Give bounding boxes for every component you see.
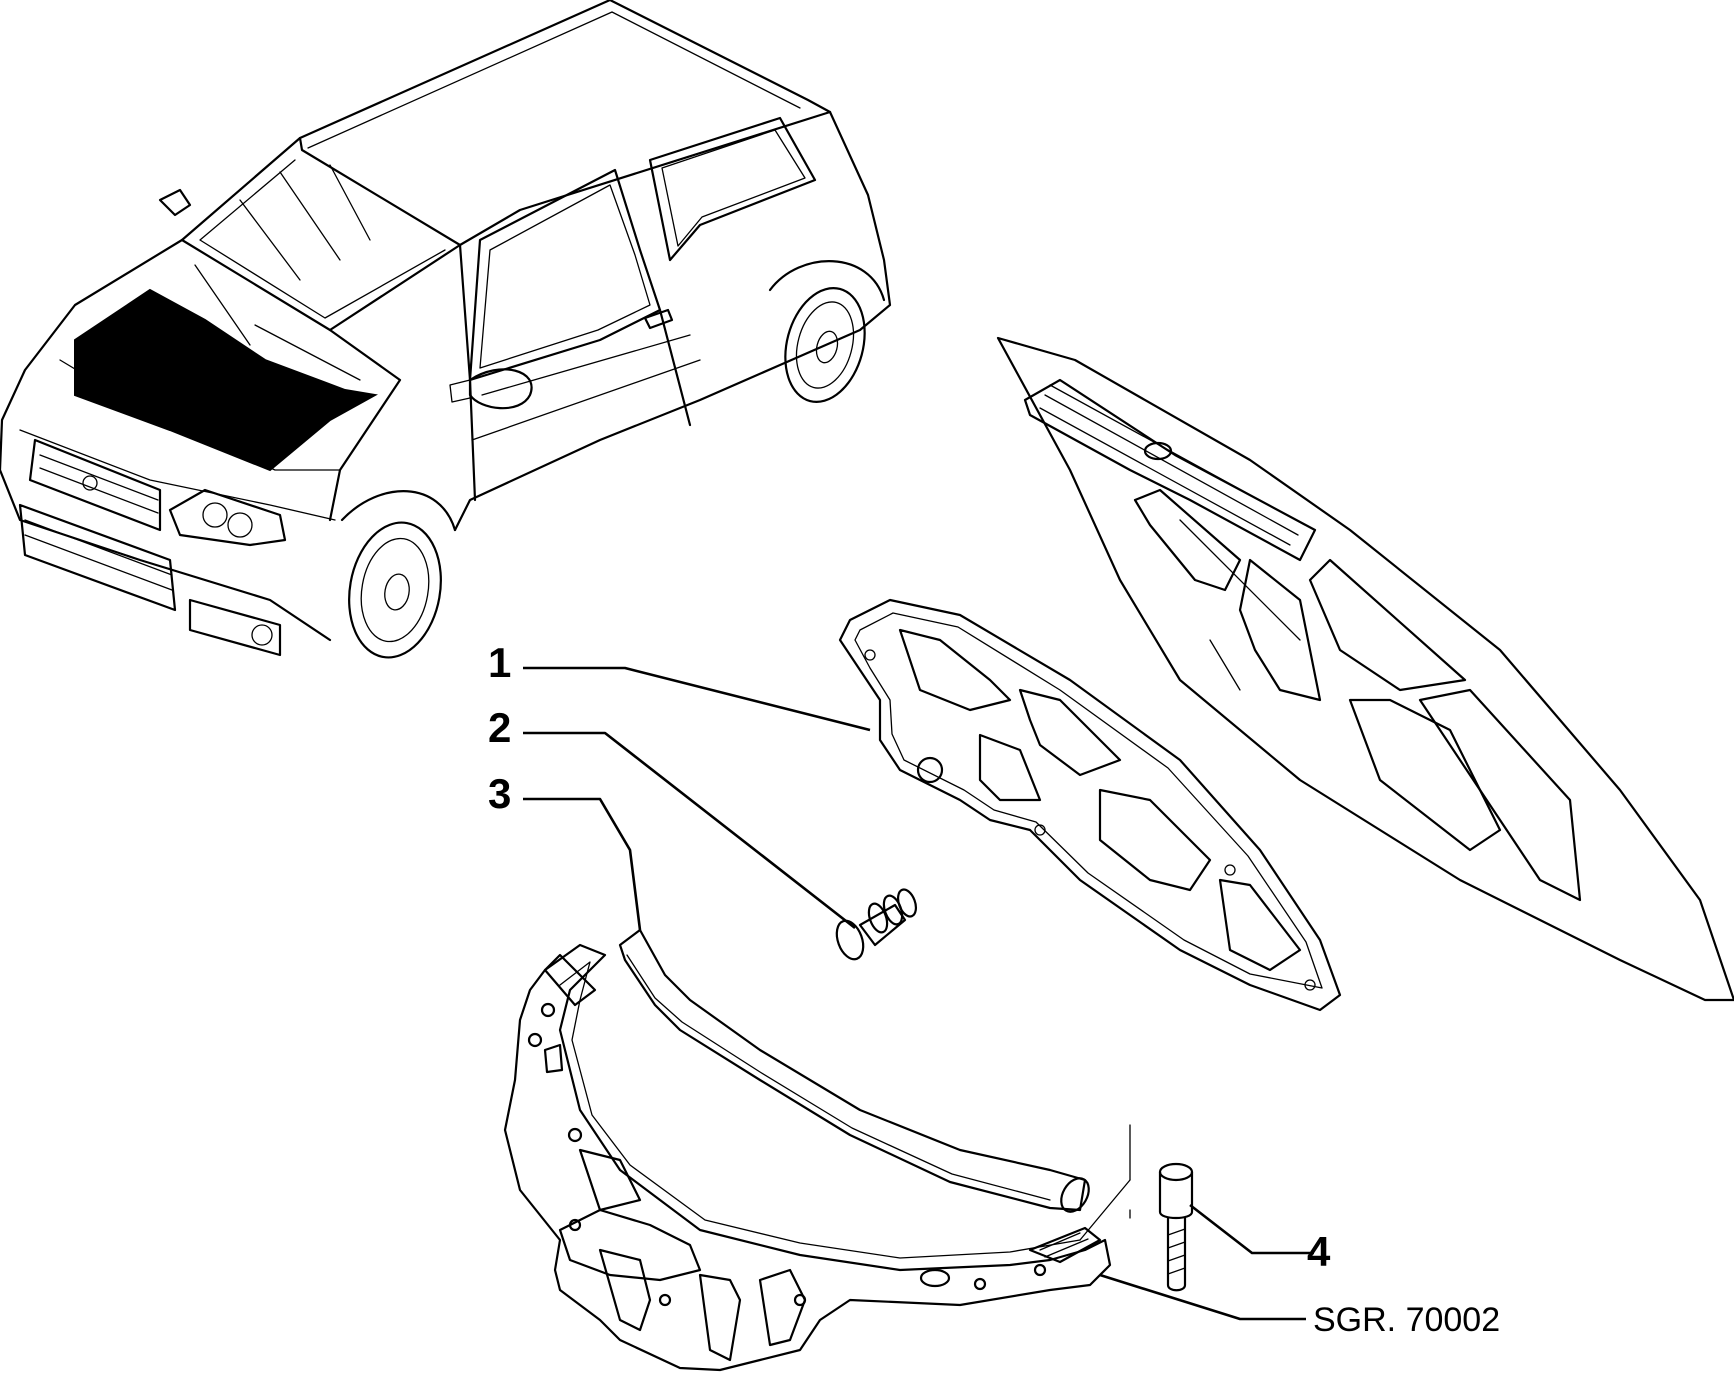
rubber-seal-strip bbox=[618, 928, 1090, 1213]
bonnet-panel bbox=[996, 336, 1734, 1002]
leader-2 bbox=[523, 731, 856, 930]
callout-3: 3 bbox=[488, 770, 511, 817]
leader-3 bbox=[523, 797, 642, 931]
push-clip bbox=[835, 888, 918, 961]
callout-4: 4 bbox=[1307, 1228, 1331, 1275]
leader-lines bbox=[523, 666, 1314, 1321]
leader-sgr bbox=[1099, 1273, 1306, 1321]
callout-2: 2 bbox=[488, 704, 511, 751]
front-crossmember bbox=[503, 943, 1131, 1372]
bolt bbox=[1158, 1162, 1194, 1292]
hood-insulation-pad bbox=[838, 598, 1342, 1012]
hood-highlight bbox=[74, 288, 378, 472]
reference-label: SGR. 70002 bbox=[1313, 1301, 1500, 1339]
callout-1: 1 bbox=[488, 639, 511, 686]
leader-1 bbox=[523, 666, 871, 732]
car-overview bbox=[0, 0, 892, 659]
leader-4 bbox=[1189, 1203, 1314, 1255]
